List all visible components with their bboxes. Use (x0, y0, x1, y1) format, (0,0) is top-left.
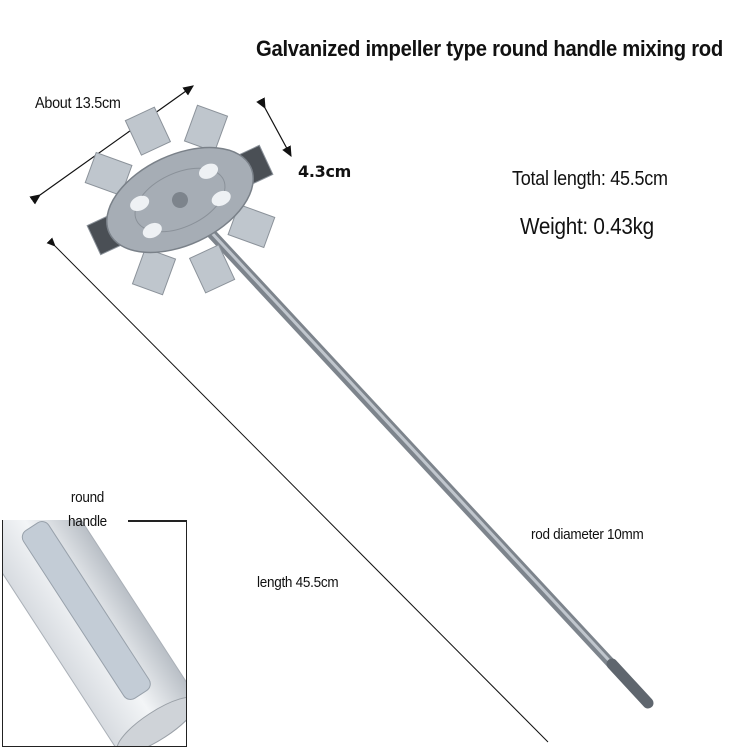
length-label: length 45.5cm (257, 574, 339, 591)
product-title: Galvanized impeller type round handle mi… (256, 36, 723, 61)
blade-height-label: 4.3cm (298, 162, 352, 181)
mixing-rod (180, 200, 654, 709)
length-dimension-arrow (46, 237, 549, 743)
diameter-dimension-arrow (29, 85, 194, 205)
impeller-head (84, 104, 276, 296)
round-handle-label: round handle (68, 486, 107, 534)
handle-closeup-illustration (3, 520, 186, 746)
round-handle-inset (2, 520, 187, 747)
round-handle-label-line1: round (70, 489, 105, 506)
impeller-diameter-label: About 13.5cm (35, 95, 121, 112)
round-handle-label-line2: handle (68, 513, 107, 530)
inset-border-top-right (128, 520, 186, 522)
weight-label: Weight: 0.43kg (520, 213, 654, 239)
total-length-label: Total length: 45.5cm (512, 168, 668, 190)
blade-height-arrow (256, 97, 292, 158)
rod-diameter-label: rod diameter 10mm (531, 526, 644, 543)
